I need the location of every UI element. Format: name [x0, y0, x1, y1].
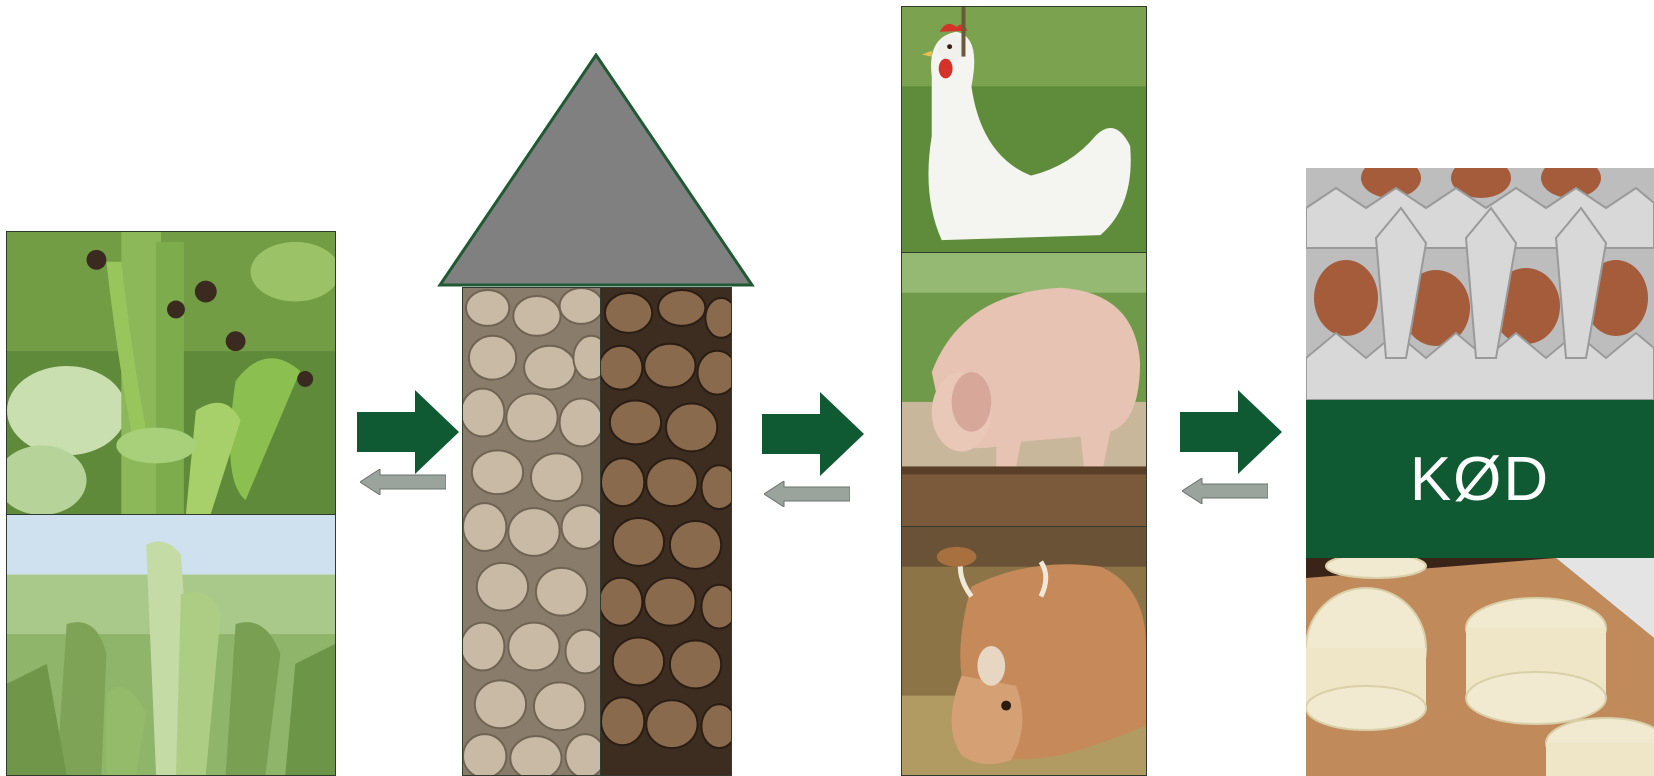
backward-arrow-2	[764, 481, 850, 507]
pig-photo	[901, 252, 1147, 527]
bean-field-photo	[6, 514, 336, 776]
bean-pods-closeup-photo	[6, 231, 336, 515]
hen-photo	[901, 6, 1147, 253]
cow-photo	[901, 526, 1147, 776]
meat-label-band: KØD	[1306, 400, 1654, 558]
light-faba-beans-photo	[462, 287, 601, 776]
forward-arrow-2	[762, 392, 864, 476]
forward-arrow-1	[357, 390, 459, 474]
egg-trays-photo	[1306, 168, 1654, 400]
backward-arrow-1	[360, 469, 446, 495]
forward-arrow-3	[1180, 390, 1282, 474]
silo-roof	[436, 53, 756, 294]
backward-arrow-3	[1182, 478, 1268, 504]
dark-faba-beans-photo	[600, 287, 732, 776]
meat-label: KØD	[1410, 444, 1550, 515]
cheese-photo	[1306, 558, 1654, 776]
